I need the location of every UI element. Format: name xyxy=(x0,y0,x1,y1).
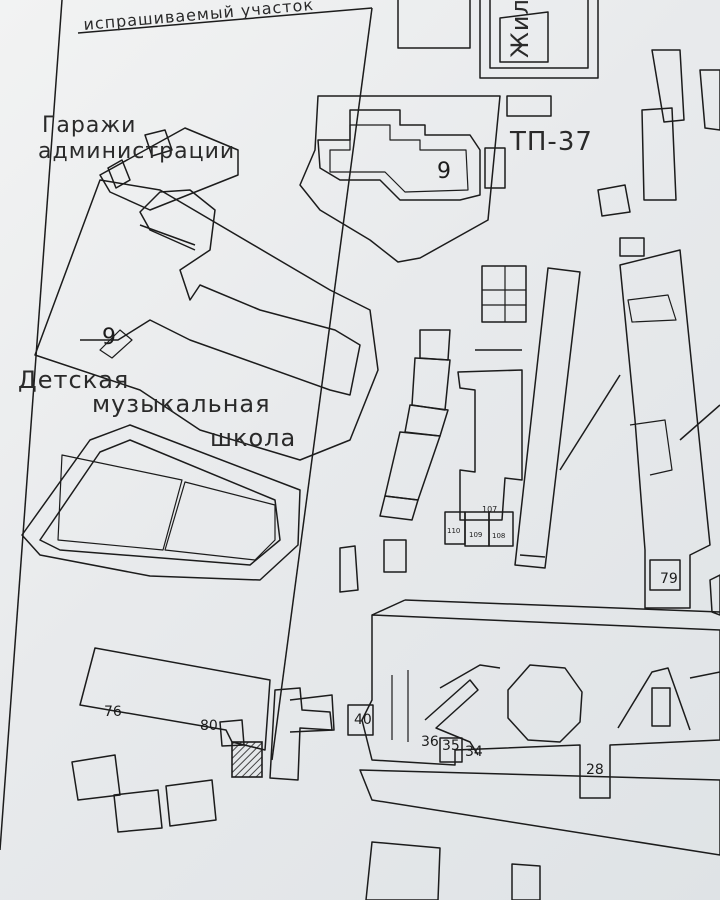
building-number-107: 107 xyxy=(482,505,497,514)
garages-label-line2: администрации xyxy=(38,139,235,164)
large-bottom-building xyxy=(347,599,720,856)
building-9-top xyxy=(299,95,506,263)
tp-label: ТП-37 xyxy=(509,127,593,157)
center-buildings xyxy=(339,267,581,593)
building-9-left xyxy=(34,179,379,461)
building-79 xyxy=(559,249,720,616)
building-number-34: 34 xyxy=(465,744,483,760)
building-number-9-left: 9 xyxy=(102,325,116,350)
bottom-left-buildings xyxy=(71,754,217,833)
building-number-109: 109 xyxy=(469,531,482,539)
building-number-40: 40 xyxy=(354,712,372,728)
garages-of-administration xyxy=(99,127,239,211)
building-number-79: 79 xyxy=(660,571,678,587)
top-buildings xyxy=(397,0,720,131)
requested-plot-hatched xyxy=(231,741,263,778)
sports-field xyxy=(21,424,301,581)
building-number-80: 80 xyxy=(200,718,218,734)
school-label-line2: музыкальная xyxy=(92,390,271,418)
building-number-35: 35 xyxy=(442,738,460,754)
school-label-line3: школа xyxy=(210,424,296,452)
building-number-28: 28 xyxy=(586,762,604,778)
right-top-buildings xyxy=(481,107,677,323)
building-number-110: 110 xyxy=(447,527,460,535)
building-number-36: 36 xyxy=(421,734,439,750)
blocks-near-plot xyxy=(269,687,335,781)
school-label-line1: Детская xyxy=(18,366,129,394)
building-number-76: 76 xyxy=(104,704,122,720)
residential-label: Жил xyxy=(506,0,534,58)
building-number-9-top: 9 xyxy=(437,159,451,184)
garages-label-line1: Гаражи xyxy=(42,113,136,138)
plot-label: испрашиваемый участок xyxy=(83,0,315,34)
requested-plot-boundary xyxy=(0,0,373,851)
building-76 xyxy=(79,647,271,751)
bottom-edge-buildings xyxy=(365,841,541,900)
building-number-108: 108 xyxy=(492,532,505,540)
